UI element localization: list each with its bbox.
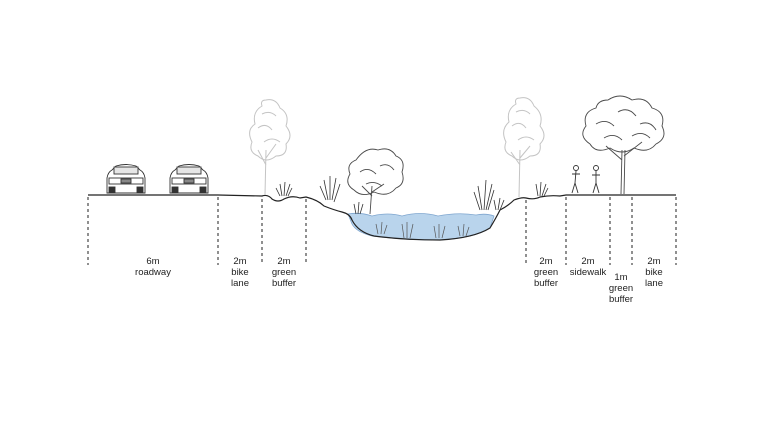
ground-profile-line (88, 194, 676, 241)
tree-icon (347, 148, 404, 215)
aquatic-plant-icon (375, 221, 470, 239)
pedestrian-icon (592, 165, 600, 194)
grass-icon (275, 176, 549, 215)
dimension-lines (87, 197, 677, 265)
tree-icon (249, 99, 291, 196)
tree-icon (503, 97, 545, 198)
car-icon (169, 164, 209, 194)
car-icon (106, 164, 146, 194)
stream-water (347, 212, 495, 241)
tree-icon (582, 95, 665, 195)
pedestrian-icon (571, 165, 580, 194)
